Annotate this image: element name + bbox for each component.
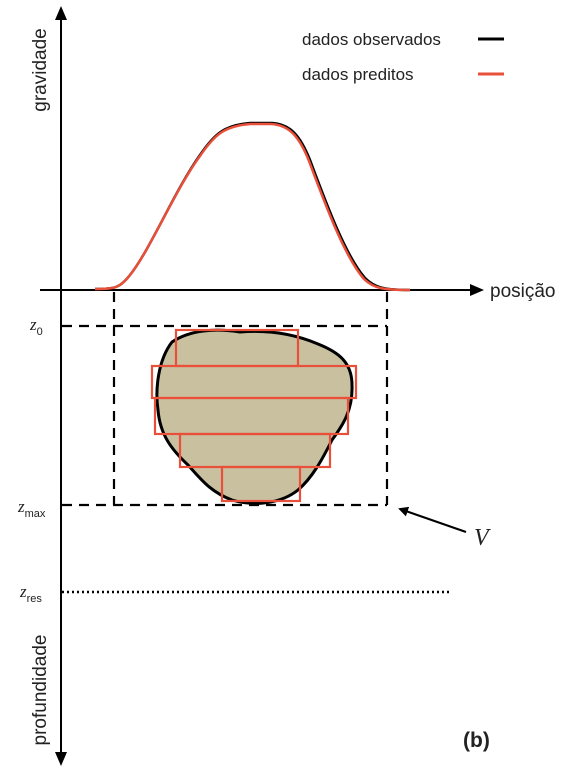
horizontal-axis-arrow [470, 284, 484, 296]
predicted-data-curve [94, 122, 411, 292]
vertical-axis-bottom-arrow [55, 752, 67, 766]
volume-arrow [398, 506, 467, 533]
zmax-label: zmax [17, 497, 46, 520]
panel-label: (b) [463, 729, 490, 752]
vertical-axis-bottom-label: profundidade [30, 635, 51, 746]
prism-5 [220, 465, 302, 503]
observed-data-curve [94, 121, 411, 292]
vertical-axis-top-arrow [55, 6, 67, 20]
horizontal-axis-label: posição [490, 281, 556, 302]
zres-label: zres [19, 582, 42, 605]
legend-observed-label: dados observados [302, 30, 441, 49]
z0-label: z0 [29, 315, 43, 338]
anomalous-body [155, 328, 354, 505]
volume-label: V [474, 525, 491, 551]
vertical-axis-top-label: gravidade [30, 28, 51, 111]
legend-predicted-label: dados preditos [302, 65, 414, 84]
